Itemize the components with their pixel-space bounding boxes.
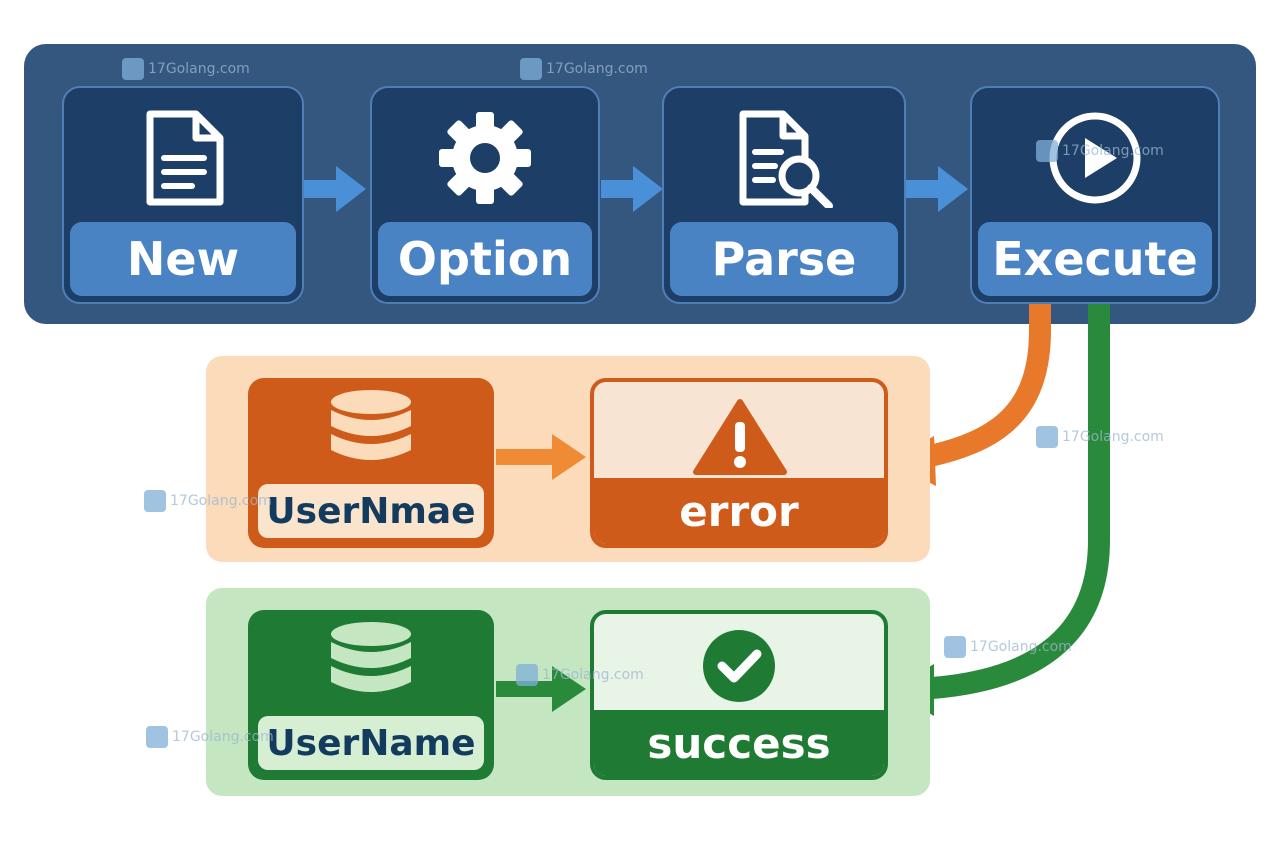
- watermark: 17Golang.com: [944, 636, 1072, 658]
- watermark-logo-icon: [146, 726, 168, 748]
- watermark-logo-icon: [1036, 426, 1058, 448]
- database-icon: [331, 390, 411, 460]
- watermark-logo-icon: [1036, 140, 1058, 162]
- gear-icon: [372, 108, 598, 208]
- watermark: 17Golang.com: [1036, 426, 1164, 448]
- pipeline-panel: New Option: [24, 44, 1256, 324]
- username-db-box: UserName: [248, 610, 494, 780]
- document-icon: [64, 108, 302, 208]
- error-label: error: [594, 478, 884, 544]
- arrow-right-icon: [304, 166, 366, 212]
- step-execute-label: Execute: [978, 222, 1212, 296]
- watermark-logo-icon: [122, 58, 144, 80]
- watermark-logo-icon: [944, 636, 966, 658]
- watermark: 17Golang.com: [144, 490, 272, 512]
- step-option: Option: [370, 86, 600, 304]
- step-option-label: Option: [378, 222, 592, 296]
- warning-icon: [693, 399, 787, 475]
- watermark: 17Golang.com: [516, 664, 644, 686]
- username-db-label: UserName: [258, 716, 484, 770]
- watermark-logo-icon: [144, 490, 166, 512]
- step-new-label: New: [70, 222, 296, 296]
- watermark: 17Golang.com: [1036, 140, 1164, 162]
- arrow-right-icon: [496, 666, 586, 712]
- document-search-icon: [664, 108, 904, 208]
- step-execute: Execute: [970, 86, 1220, 304]
- username-db-box: UserNmae: [248, 378, 494, 548]
- watermark: 17Golang.com: [520, 58, 648, 80]
- watermark: 17Golang.com: [146, 726, 274, 748]
- step-parse: Parse: [662, 86, 906, 304]
- error-result-box: error: [590, 378, 888, 548]
- arrow-right-icon: [496, 434, 586, 480]
- arrow-right-icon: [906, 166, 968, 212]
- step-parse-label: Parse: [670, 222, 898, 296]
- watermark: 17Golang.com: [122, 58, 250, 80]
- step-new: New: [62, 86, 304, 304]
- check-circle-icon: [703, 630, 775, 702]
- watermark-logo-icon: [516, 664, 538, 686]
- error-branch-panel: UserNmae error: [206, 356, 930, 562]
- database-icon: [331, 622, 411, 692]
- success-result-box: success: [590, 610, 888, 780]
- watermark-logo-icon: [520, 58, 542, 80]
- success-label: success: [594, 710, 884, 776]
- success-branch-panel: UserName success: [206, 588, 930, 796]
- username-db-label: UserNmae: [258, 484, 484, 538]
- arrow-right-icon: [601, 166, 663, 212]
